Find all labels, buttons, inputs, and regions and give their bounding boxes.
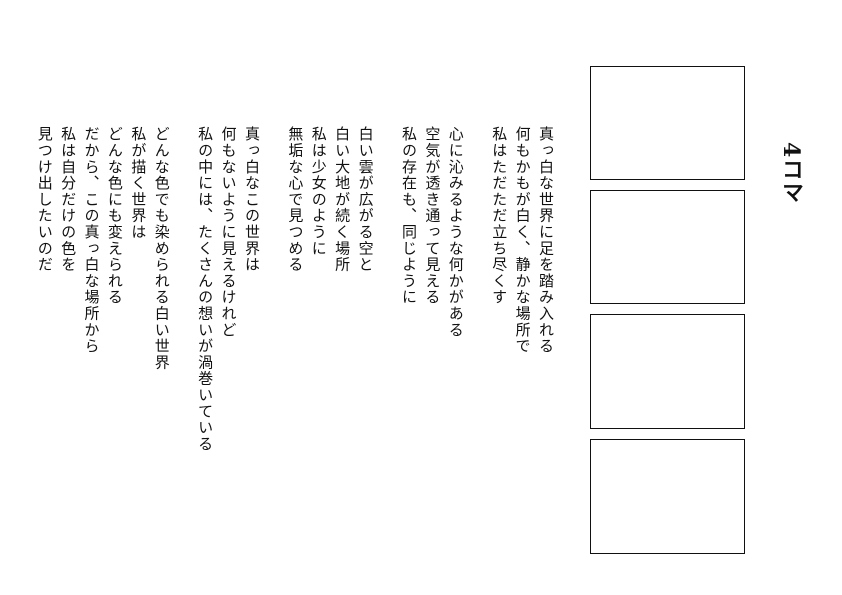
poem-text: 真っ白な世界に足を踏み入れる何もかもが白く、静かな場所で私はただただ立ち尽くす心… — [12, 126, 557, 452]
poem-line: 真っ白な世界に足を踏み入れる — [537, 126, 555, 355]
poem-line: 無垢な心で見つめる — [286, 126, 305, 273]
poem-line: 心に沁みるような何かがある — [446, 126, 465, 338]
poem-line: 私は自分だけの色を — [59, 126, 78, 273]
comic-panel-2 — [590, 190, 745, 304]
comic-panel-1 — [590, 66, 745, 180]
poem-line: 見つけ出したいのだ — [35, 126, 54, 273]
poem-line: 何もないように見えるけれど — [219, 126, 238, 338]
poem-stanza: 真っ白な世界に足を踏み入れる何もかもが白く、静かな場所で私はただただ立ち尽くす — [487, 126, 557, 452]
poem-line: 私の中には、たくさんの想いが渦巻いている — [196, 126, 215, 452]
poem-line: 私はただただ立ち尽くす — [490, 126, 509, 306]
poem-line: 空気が透き通って見える — [423, 126, 442, 306]
poem-stanza: 白い雲が広がる空と白い大地が続く場所私は少女のように無垢な心で見つめる — [283, 126, 377, 452]
poem-line: だから、この真っ白な場所から — [82, 126, 101, 355]
comic-panel-3 — [590, 314, 745, 429]
poem-line: 何もかもが白く、静かな場所で — [513, 126, 532, 355]
poem-stanza: 心に沁みるような何かがある空気が透き通って見える私の存在も、同じように — [397, 126, 467, 452]
poem-line: 私は少女のように — [309, 126, 328, 257]
page-title: 4コマ — [778, 142, 804, 205]
poem-line: 私の存在も、同じように — [399, 126, 418, 306]
poem-line: どんな色にも変えられる — [105, 126, 124, 306]
comic-panel-4 — [590, 439, 745, 554]
poem-stanza: どんな色でも染められる白い世界私が描く世界はどんな色にも変えられるだから、この真… — [32, 126, 172, 452]
poem-line: 白い雲が広がる空と — [356, 126, 375, 273]
poem-line: 白い大地が続く場所 — [333, 126, 352, 273]
poem-line: 真っ白なこの世界は — [242, 126, 261, 273]
poem-stanza: 真っ白なこの世界は何もないように見えるけれど私の中には、たくさんの想いが渦巻いて… — [193, 126, 263, 452]
poem-line: どんな色でも染められる白い世界 — [152, 126, 171, 371]
poem-line: 私が描く世界は — [129, 126, 148, 241]
